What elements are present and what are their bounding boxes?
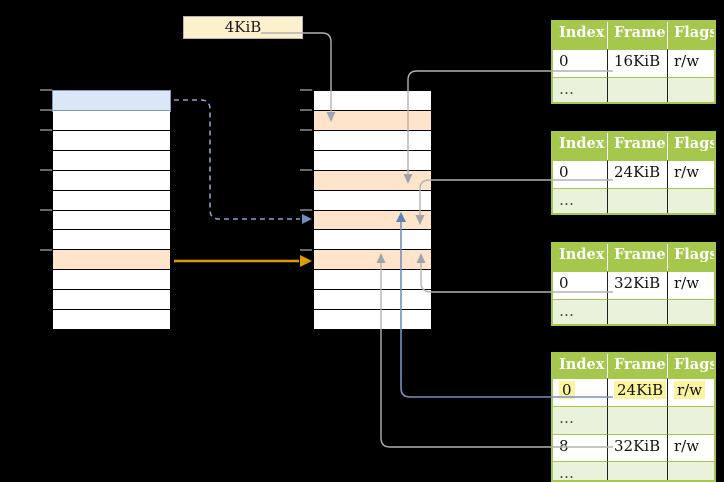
column-header-frame: Frame <box>608 244 668 271</box>
memory-row <box>314 290 431 311</box>
column-header-flags: Flags <box>668 133 714 160</box>
column-header-flags: Flags <box>668 354 714 378</box>
memory-row <box>314 310 431 330</box>
page-table-3: Index Frame Flags 0 32KiB r/w … <box>551 242 716 326</box>
flags-cell: r/w <box>668 160 714 188</box>
memory-row <box>314 230 431 251</box>
ellipsis-cell: … <box>553 461 608 480</box>
memory-row <box>314 150 431 171</box>
memory-row <box>53 210 170 231</box>
column-header-frame: Frame <box>608 354 668 378</box>
physical-frame-orange <box>314 110 431 131</box>
memory-row <box>314 270 431 291</box>
flags-cell: r/w <box>668 434 714 461</box>
index-cell-highlighted: 0 <box>553 378 608 406</box>
empty-cell <box>608 406 668 434</box>
empty-cell <box>608 299 668 324</box>
column-header-index: Index <box>553 244 608 271</box>
frame-cell-highlighted: 24KiB <box>608 378 668 406</box>
index-cell: 0 <box>553 49 608 77</box>
empty-cell <box>608 77 668 102</box>
physical-frame-orange <box>314 210 431 231</box>
column-header-flags: Flags <box>668 244 714 271</box>
memory-row <box>53 310 170 330</box>
physical-frame-orange <box>314 250 431 271</box>
memory-row <box>314 130 431 151</box>
memory-row <box>53 270 170 291</box>
memory-row <box>53 230 170 251</box>
memory-row <box>53 150 170 171</box>
highlight: 0 <box>559 381 575 399</box>
flags-cell-highlighted: r/w <box>668 378 714 406</box>
physical-frame-orange <box>314 170 431 191</box>
memory-row <box>53 290 170 311</box>
column-header-index: Index <box>553 133 608 160</box>
virtual-memory-row-orange <box>53 250 170 271</box>
arrow-virtual-page-orange <box>174 255 312 267</box>
highlight: r/w <box>674 381 706 399</box>
memory-row <box>53 170 170 191</box>
frame-cell: 16KiB <box>608 49 668 77</box>
memory-row <box>53 130 170 151</box>
page-table-1: Index Frame Flags 0 16KiB r/w … <box>551 20 716 104</box>
index-cell: 0 <box>553 271 608 299</box>
memory-row <box>53 190 170 211</box>
highlight: 24KiB <box>614 381 667 399</box>
empty-cell <box>608 461 668 480</box>
empty-cell <box>668 299 714 324</box>
frame-cell: 24KiB <box>608 160 668 188</box>
flags-cell: r/w <box>668 271 714 299</box>
ellipsis-cell: … <box>553 188 608 213</box>
empty-cell <box>668 461 714 480</box>
column-header-frame: Frame <box>608 22 668 49</box>
frame-cell: 32KiB <box>608 434 668 461</box>
empty-cell <box>668 188 714 213</box>
virtual-memory-row-blue <box>52 90 171 112</box>
ellipsis-cell: … <box>553 406 608 434</box>
physical-memory-table <box>313 90 432 330</box>
empty-cell <box>608 188 668 213</box>
ellipsis-cell: … <box>553 77 608 102</box>
column-header-index: Index <box>553 354 608 378</box>
memory-row <box>53 110 170 131</box>
empty-cell <box>668 406 714 434</box>
index-cell: 8 <box>553 434 608 461</box>
index-cell: 0 <box>553 160 608 188</box>
ellipsis-cell: … <box>553 299 608 324</box>
memory-row <box>314 91 431 111</box>
column-header-index: Index <box>553 22 608 49</box>
frame-cell: 32KiB <box>608 271 668 299</box>
empty-cell <box>668 77 714 102</box>
page-table-2: Index Frame Flags 0 24KiB r/w … <box>551 131 716 215</box>
virtual-memory-table <box>52 90 171 330</box>
flags-cell: r/w <box>668 49 714 77</box>
arrow-virtual-page-dashed <box>174 99 312 224</box>
page-table-4: Index Frame Flags 0 24KiB r/w … 8 32KiB … <box>551 352 716 482</box>
column-header-flags: Flags <box>668 22 714 49</box>
page-size-label: 4KiB <box>183 16 303 39</box>
column-header-frame: Frame <box>608 133 668 160</box>
memory-row <box>314 190 431 211</box>
